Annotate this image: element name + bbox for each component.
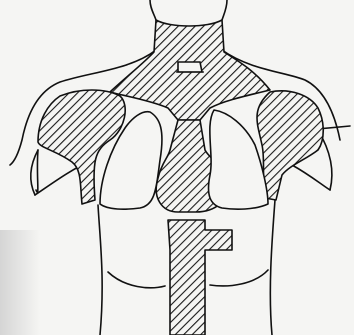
trachea-notch <box>178 62 202 72</box>
edge-shading <box>0 230 40 335</box>
